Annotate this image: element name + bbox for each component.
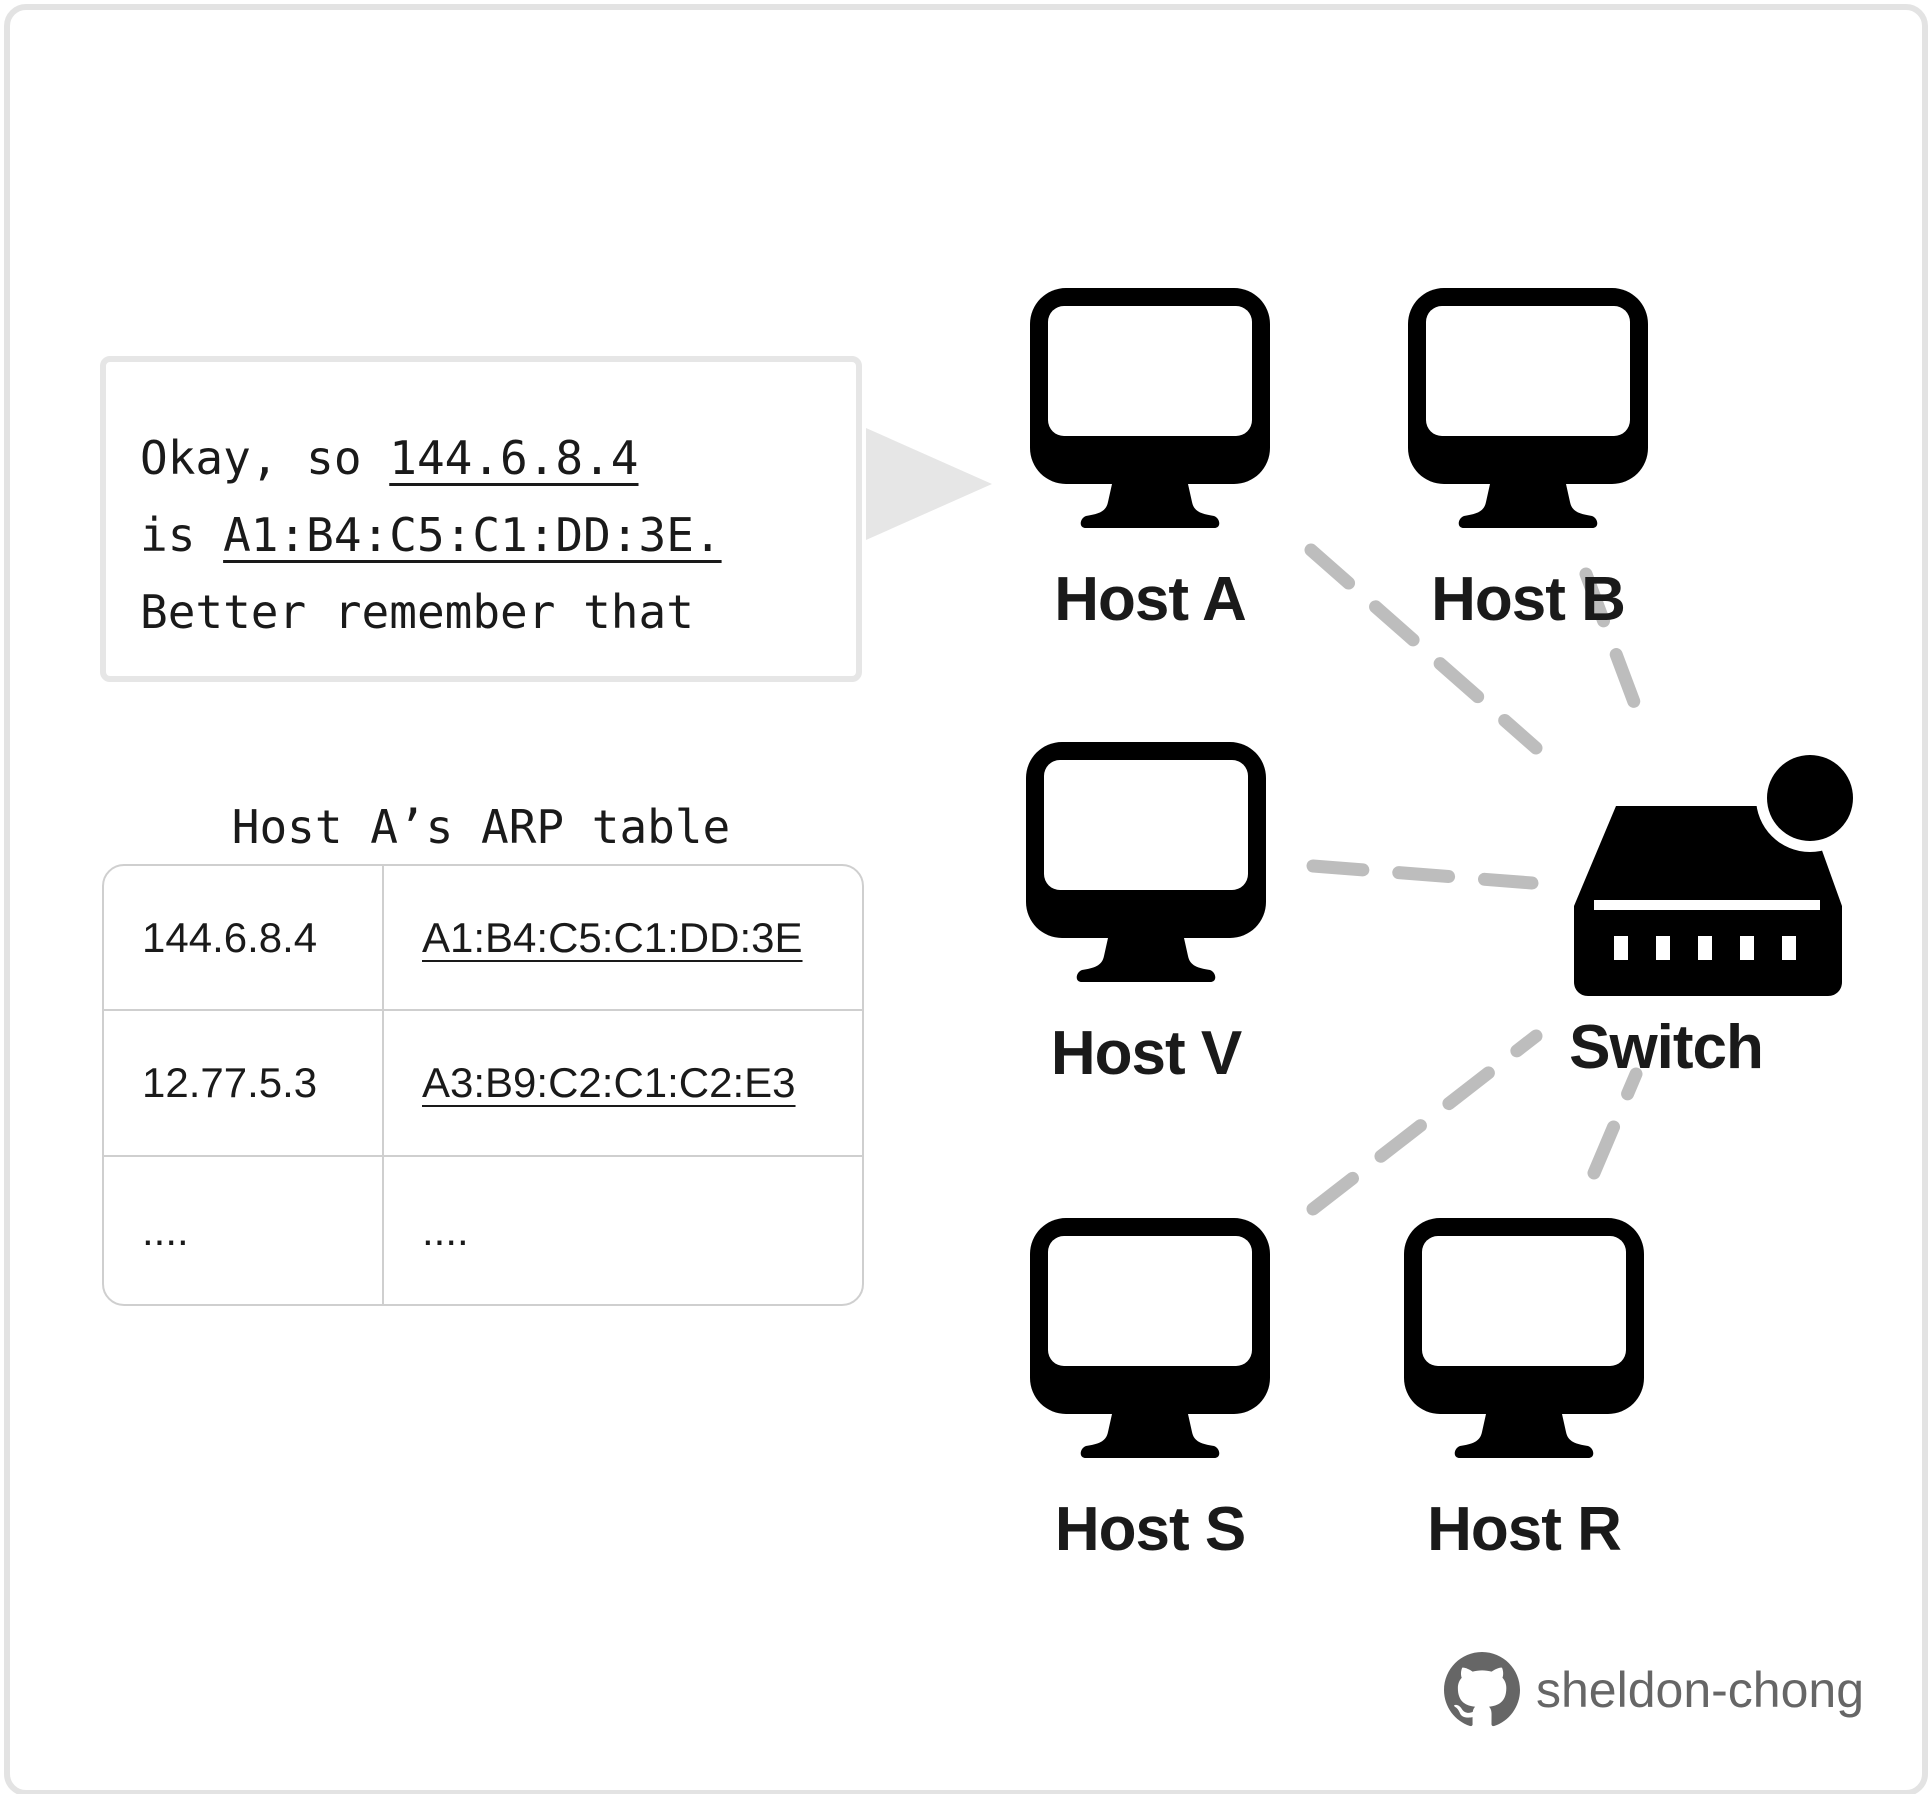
outer-frame bbox=[4, 4, 1928, 1794]
speech-bubble-tail bbox=[866, 428, 992, 540]
speech-bubble: Okay, so 144.6.8.4 is A1:B4:C5:C1:DD:3E.… bbox=[100, 356, 862, 682]
computer-monitor-icon bbox=[1408, 288, 1648, 528]
arp-mac-cell: A1:B4:C5:C1:DD:3E bbox=[422, 913, 803, 961]
host-s-label: Host S bbox=[1054, 1495, 1246, 1564]
github-icon bbox=[1444, 1652, 1520, 1727]
computer-monitor-icon bbox=[1404, 1218, 1644, 1458]
speech-bubble-text: Okay, so 144.6.8.4 is A1:B4:C5:C1:DD:3E.… bbox=[140, 420, 722, 651]
host-r-label: Host R bbox=[1427, 1495, 1622, 1564]
bubble-line3: Better remember that bbox=[140, 585, 694, 639]
arp-table-caption: Host A’s ARP table bbox=[231, 800, 731, 854]
arp-column-divider bbox=[382, 866, 384, 1304]
link-host-r-switch bbox=[1587, 1067, 1643, 1180]
computer-monitor-icon bbox=[1030, 288, 1270, 528]
author-credit: sheldon-chong bbox=[1444, 1652, 1864, 1728]
network-switch-icon bbox=[1574, 754, 1856, 996]
arp-ip-cell: .... bbox=[142, 1206, 189, 1254]
switch-label: Switch bbox=[1569, 1013, 1764, 1082]
bubble-ip-address: 144.6.8.4 bbox=[389, 431, 639, 485]
bubble-line1-prefix: Okay, so bbox=[140, 431, 390, 485]
computer-monitor-icon bbox=[1030, 1218, 1270, 1458]
bubble-line2-prefix: is bbox=[140, 508, 224, 562]
author-name: sheldon-chong bbox=[1536, 1662, 1865, 1718]
bubble-mac-address: A1:B4:C5:C1:DD:3E. bbox=[223, 508, 722, 562]
arp-mac-cell: .... bbox=[422, 1206, 469, 1254]
link-host-b-switch bbox=[1579, 567, 1650, 733]
host-a-label: Host A bbox=[1054, 565, 1246, 634]
arp-mac-cell: A3:B9:C2:C1:C2:E3 bbox=[422, 1059, 796, 1106]
link-host-s-switch bbox=[1306, 1029, 1543, 1216]
link-host-v-switch bbox=[1306, 859, 1539, 890]
computer-monitor-icon bbox=[1026, 742, 1266, 982]
arp-ip-cell: 12.77.5.3 bbox=[142, 1059, 318, 1106]
host-v-label: Host V bbox=[1050, 1019, 1242, 1088]
table-row: .... .... bbox=[104, 1157, 862, 1304]
host-b-label: Host B bbox=[1431, 565, 1626, 634]
table-row: 144.6.8.4 A1:B4:C5:C1:DD:3E bbox=[104, 866, 862, 1011]
link-host-a-switch bbox=[1304, 543, 1543, 755]
arp-table: 144.6.8.4 A1:B4:C5:C1:DD:3E 12.77.5.3 A3… bbox=[102, 864, 864, 1306]
arp-ip-cell: 144.6.8.4 bbox=[142, 913, 318, 961]
table-row: 12.77.5.3 A3:B9:C2:C1:C2:E3 bbox=[104, 1011, 862, 1157]
